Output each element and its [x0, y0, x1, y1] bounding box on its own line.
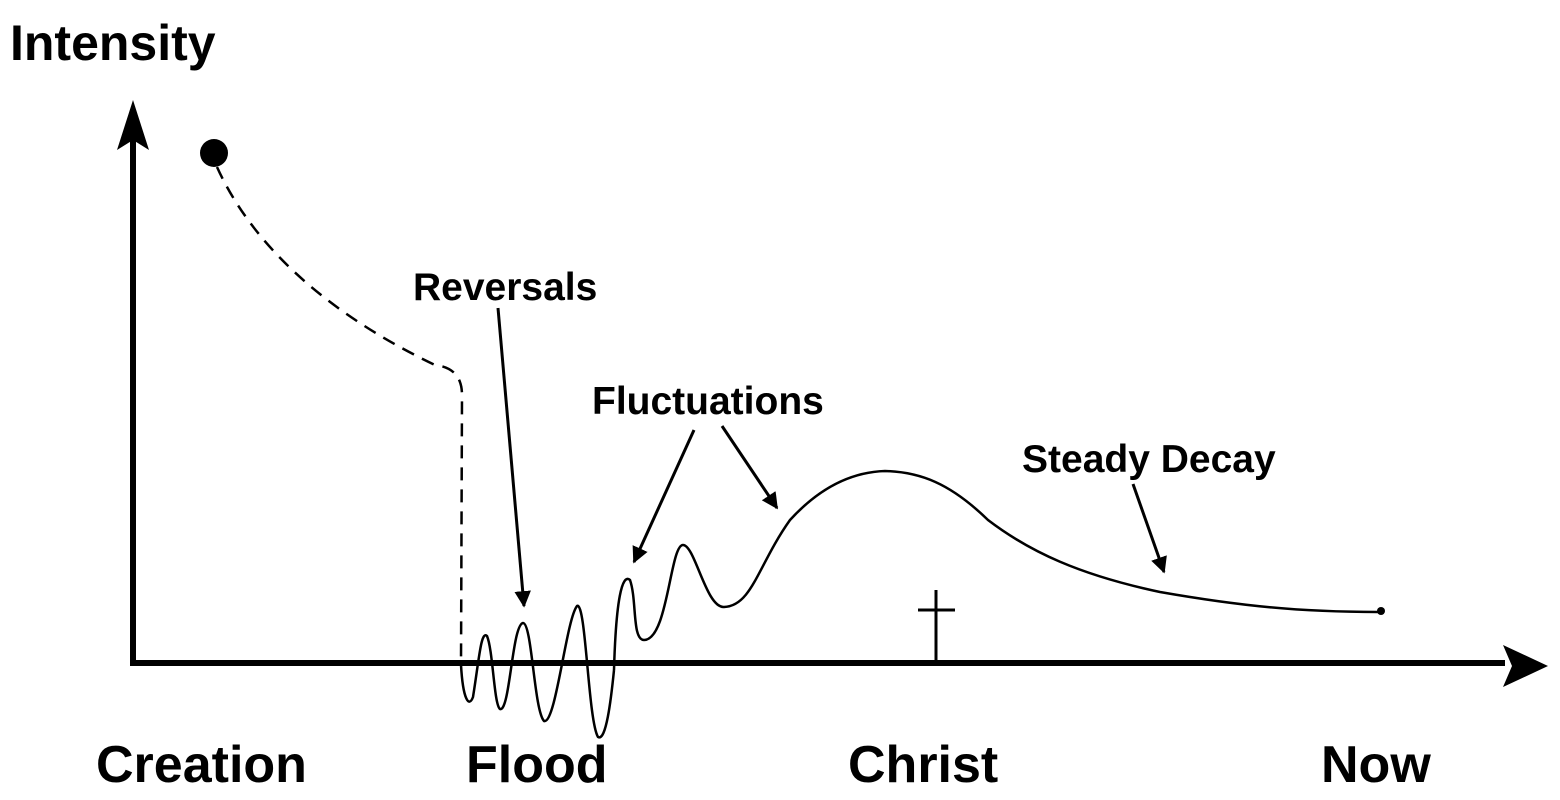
fluctuations-label: Fluctuations — [592, 380, 824, 423]
cross-icon — [918, 590, 955, 663]
reversals-label: Reversals — [413, 266, 597, 309]
steady-decay-arrow — [1131, 483, 1167, 574]
steady-decay-label: Steady Decay — [1022, 438, 1276, 481]
y-axis-title: Intensity — [10, 15, 216, 71]
fluctuations-arrow-left — [632, 429, 696, 564]
era-label-flood: Flood — [466, 736, 608, 794]
era-label-christ: Christ — [848, 736, 998, 794]
fluctuations-and-decay-curve — [612, 469, 1379, 671]
reversals-curve — [459, 604, 616, 739]
dot-icon — [200, 139, 228, 167]
reversals-arrow — [496, 307, 531, 608]
era-label-creation: Creation — [96, 736, 307, 794]
fluctuations-arrow-right — [720, 425, 779, 510]
x-axis-arrowhead — [1503, 645, 1548, 687]
y-axis-arrowhead — [117, 100, 149, 150]
early-decay-dashed-curve — [215, 166, 464, 666]
end-point-dot — [1377, 607, 1385, 615]
era-label-now: Now — [1321, 736, 1431, 794]
